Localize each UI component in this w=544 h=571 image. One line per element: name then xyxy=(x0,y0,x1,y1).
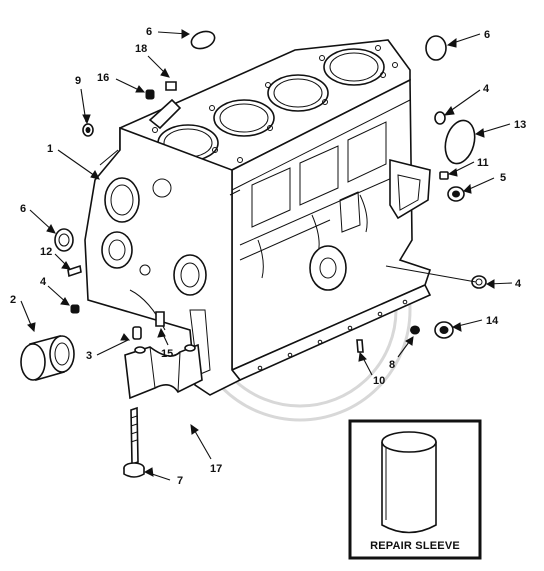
dowel-12 xyxy=(67,264,82,278)
callout-14: 14 xyxy=(486,315,499,327)
repair-sleeve-caption: REPAIR SLEEVE xyxy=(370,540,460,552)
callout-7: 7 xyxy=(177,475,183,487)
main-bearing-bolt xyxy=(123,406,145,478)
pin-18 xyxy=(165,81,177,91)
plug-upper-right xyxy=(434,111,446,125)
callout-4-upper-right: 4 xyxy=(483,83,490,95)
callout-4-lower-right: 4 xyxy=(515,278,522,290)
seal-14 xyxy=(434,321,454,339)
front-seal-sleeve xyxy=(20,334,75,382)
main-bearing-cap xyxy=(124,343,203,400)
callout-10: 10 xyxy=(373,375,385,387)
rear-cup-plug xyxy=(444,119,476,165)
cup-plug-left xyxy=(54,228,74,252)
arrowheads xyxy=(27,29,495,478)
cylinder-block xyxy=(84,39,432,396)
callout-18: 18 xyxy=(135,43,147,55)
callout-2: 2 xyxy=(10,294,16,306)
cup-plug-top-left xyxy=(190,30,216,50)
callout-16: 16 xyxy=(97,72,109,84)
pan-rail-holes xyxy=(257,299,408,371)
plug-8 xyxy=(410,325,420,335)
callout-6-top-right: 6 xyxy=(484,29,490,41)
callout-3: 3 xyxy=(86,350,92,362)
callout-4-left: 4 xyxy=(40,276,47,288)
callout-6-left: 6 xyxy=(20,203,26,215)
dowel-3 xyxy=(132,326,142,340)
repair-sleeve-part xyxy=(381,431,437,534)
plug-9 xyxy=(82,123,94,137)
callout-8: 8 xyxy=(389,359,395,371)
pin-10 xyxy=(356,339,364,353)
callout-1: 1 xyxy=(47,143,53,155)
repair-sleeve-inset: REPAIR SLEEVE xyxy=(348,419,482,560)
callout-12: 12 xyxy=(40,246,52,258)
callout-9: 9 xyxy=(75,75,81,87)
dowel-15 xyxy=(155,311,165,327)
callout-17: 17 xyxy=(210,463,222,475)
plug-5 xyxy=(447,186,465,202)
callout-13: 13 xyxy=(514,119,526,131)
cup-plug-top-right xyxy=(425,35,447,61)
callout-15: 15 xyxy=(161,348,173,360)
callout-11: 11 xyxy=(477,157,489,169)
plug-left xyxy=(70,304,80,314)
callout-6-top-left: 6 xyxy=(146,26,152,38)
callout-5: 5 xyxy=(500,172,506,184)
plug-16 xyxy=(145,89,155,100)
fitting-11 xyxy=(439,171,449,180)
